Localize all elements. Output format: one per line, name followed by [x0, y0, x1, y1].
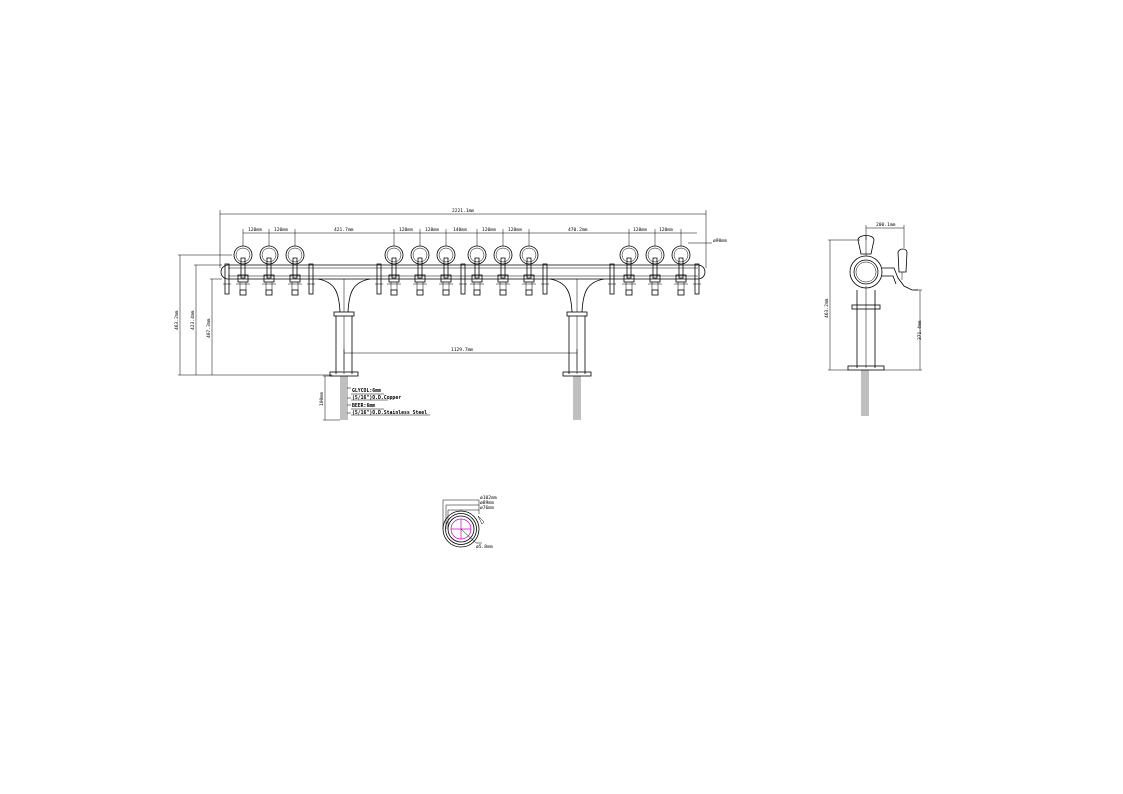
bar-clamp-2	[307, 263, 315, 295]
note-beer: BEER:6mm	[352, 403, 375, 409]
note-beer-material: (5/16")O.D.Stainless Steel	[352, 410, 427, 416]
dim-side-lower-height: 371.4mm	[917, 320, 923, 340]
tap-8	[493, 245, 513, 296]
dim-spacing-c2: 120mm	[659, 227, 673, 233]
tap-6	[436, 245, 456, 296]
dim-spacing-b3: 140mm	[453, 227, 467, 233]
dim-gap-right: 470.2mm	[568, 227, 588, 233]
front-view: 2221.1mm 120mm 120mm 421.7mm 120mm 120mm…	[174, 208, 727, 421]
dim-height-total: 463.2mm	[174, 310, 180, 330]
dim-side-height: 463.2mm	[824, 298, 830, 318]
tap-11	[645, 245, 665, 296]
tap-12	[671, 245, 691, 296]
dim-section-d3: ø76mm	[480, 505, 494, 511]
tap-3	[285, 245, 305, 296]
tap-4	[384, 245, 404, 296]
dim-leg-spacing: 1129.7mm	[451, 347, 473, 353]
dim-spacing-b1: 120mm	[399, 227, 413, 233]
dim-overall-width: 2221.1mm	[452, 208, 474, 214]
dim-side-top-width: 200.1mm	[876, 222, 896, 228]
note-glycol-material: (5/16")O.D.Copper	[352, 395, 401, 401]
front-dimensions: 2221.1mm 120mm 120mm 421.7mm 120mm 120mm…	[174, 208, 727, 421]
dim-shank-length: 100mm	[319, 392, 325, 406]
bar-clamp-1	[223, 263, 231, 295]
bar-clamp-5	[541, 263, 549, 295]
dim-spacing-a2: 120mm	[274, 227, 288, 233]
tap-2	[259, 245, 279, 296]
dim-end-diameter: ø90mm	[713, 238, 727, 244]
note-glycol: GLYCOL:6mm	[352, 388, 381, 394]
tap-1	[233, 245, 253, 296]
dim-section-d1: ø102mm	[480, 495, 497, 501]
taps	[223, 245, 701, 296]
tower-bar	[220, 264, 706, 280]
dim-section-d4: ø5.8mm	[476, 544, 493, 550]
dim-spacing-b4: 120mm	[482, 227, 496, 233]
left-branch	[317, 278, 371, 377]
tap-9	[519, 245, 539, 296]
dim-spacing-c1: 120mm	[633, 227, 647, 233]
side-view: 463.2mm 200.1mm 371.4mm	[824, 222, 923, 416]
dim-spacing-b5: 120mm	[508, 227, 522, 233]
dim-spacing-b2: 120mm	[425, 227, 439, 233]
line-notes: GLYCOL:6mm (5/16")O.D.Copper BEER:6mm (5…	[347, 387, 430, 416]
section-view: ø102mm ø89mm ø76mm ø5.8mm	[442, 495, 497, 550]
dim-section-d2: ø89mm	[480, 500, 494, 506]
dim-height-inner: 407.3mm	[206, 318, 212, 338]
tap-5	[410, 245, 430, 296]
tap-10	[619, 245, 639, 296]
dim-gap-left: 421.7mm	[334, 227, 354, 233]
bar-clamp-4	[459, 263, 467, 295]
dim-height-mid: 423.4mm	[190, 310, 196, 330]
tap-7	[467, 245, 487, 296]
right-branch	[549, 278, 605, 377]
bar-clamp-3	[375, 263, 383, 295]
bar-clamp-7	[693, 263, 701, 295]
dim-spacing-a1: 120mm	[248, 227, 262, 233]
bar-clamp-6	[608, 263, 616, 295]
